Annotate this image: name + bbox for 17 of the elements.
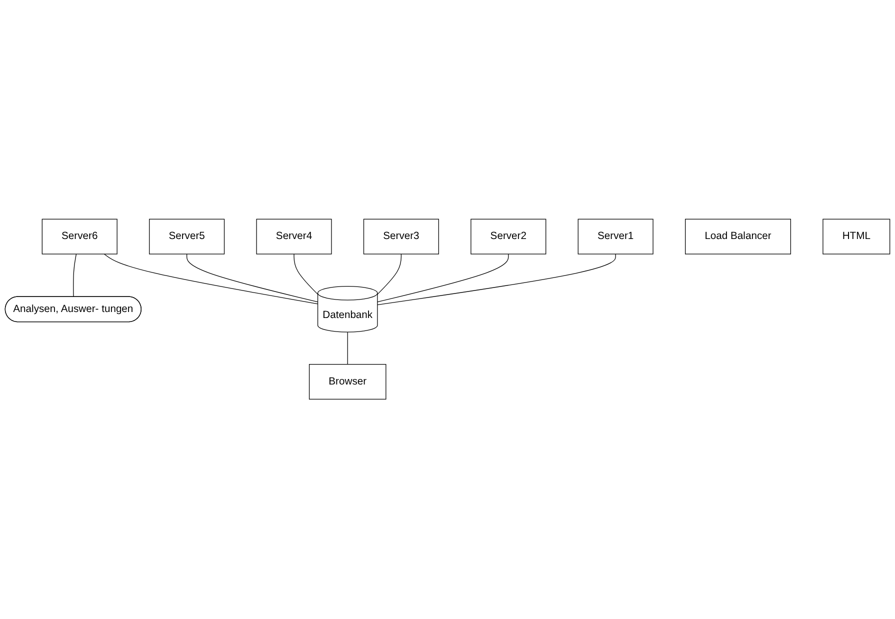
node-box: Server1 (578, 219, 654, 255)
connector (73, 254, 77, 298)
connector (347, 332, 348, 365)
node-box: Server6 (42, 219, 118, 255)
connector (294, 254, 318, 295)
connector (377, 254, 616, 306)
node-box: Server2 (470, 219, 546, 255)
connector (186, 254, 318, 303)
node-box: Browser (308, 364, 386, 400)
node-box: Server4 (256, 219, 332, 255)
node-box: HTML (822, 219, 890, 255)
node-box: Server5 (149, 219, 225, 255)
connector (104, 254, 318, 305)
connector (377, 254, 402, 295)
node-box: Load Balancer (685, 219, 791, 255)
node-box: Server3 (363, 219, 439, 255)
connector (377, 254, 509, 303)
